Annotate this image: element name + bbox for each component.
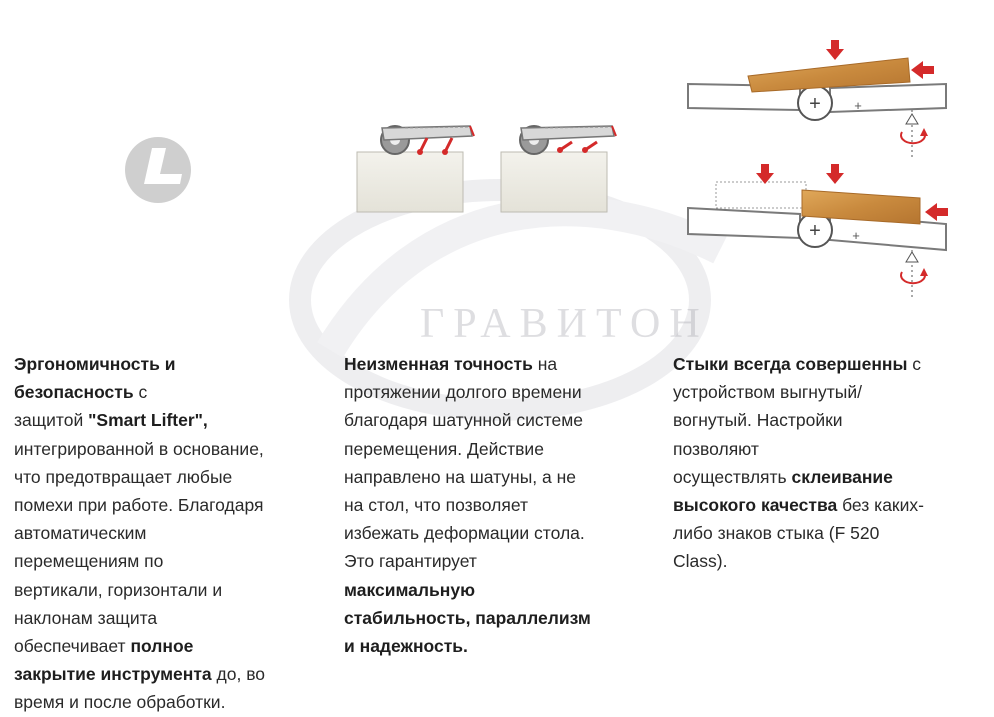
text-line: наклонам защита bbox=[14, 604, 314, 632]
text-line: что предотвращает любые bbox=[14, 463, 314, 491]
text-line: обеспечивает полное bbox=[14, 632, 314, 660]
bold-text: закрытие инструмента bbox=[14, 664, 212, 685]
text-line: Стыки всегда совершенны с bbox=[673, 350, 973, 378]
text: на стол, что позволяет bbox=[344, 495, 528, 516]
text-line: перемещениям по bbox=[14, 547, 314, 575]
text-line: устройством выгнутый/ bbox=[673, 378, 973, 406]
guard-diagram-icon bbox=[356, 125, 475, 213]
text: защитой bbox=[14, 410, 89, 431]
text-line: вертикали, горизонтали и bbox=[14, 576, 314, 604]
concave-table-diagram-icon: + + bbox=[687, 164, 948, 300]
svg-text:+: + bbox=[809, 93, 821, 115]
text: интегрированной в основание, bbox=[14, 438, 264, 459]
text: с bbox=[133, 382, 148, 403]
bold-text: высокого качества bbox=[673, 495, 838, 516]
text-line: вогнутый. Настройки bbox=[673, 406, 973, 434]
text-line: автоматическим bbox=[14, 519, 314, 547]
watermark-text: ГРАВИТОН bbox=[420, 301, 709, 347]
bold-text: "Smart Lifter", bbox=[88, 410, 208, 431]
bold-text: стабильность, параллелизм bbox=[344, 607, 591, 628]
bold-text: безопасность bbox=[14, 382, 134, 403]
text-line: благодаря шатунной системе bbox=[344, 406, 644, 434]
convex-table-diagram-icon: + + bbox=[687, 40, 947, 160]
text: наклонам защита bbox=[14, 607, 158, 628]
column-joints: Стыки всегда совершенны с устройством выг… bbox=[673, 350, 973, 576]
bold-text: склеивание bbox=[791, 466, 893, 487]
text-line: защитой "Smart Lifter", bbox=[14, 406, 314, 434]
smart-lifter-logo-icon bbox=[125, 137, 191, 203]
text: до, во bbox=[211, 664, 266, 685]
bold-text: Стыки всегда совершенны bbox=[673, 354, 908, 374]
bold-text: и надежность. bbox=[344, 636, 468, 657]
text-line: время и после обработки. bbox=[14, 688, 314, 716]
text: осуществлять bbox=[673, 466, 792, 487]
text: вогнутый. Настройки bbox=[673, 410, 843, 431]
text-line: максимальную bbox=[344, 576, 644, 604]
text: либо знаков стыка (F 520 bbox=[673, 523, 880, 544]
text-line: осуществлять склеивание bbox=[673, 463, 973, 491]
text-line: стабильность, параллелизм bbox=[344, 604, 644, 632]
text: без каких- bbox=[837, 495, 924, 516]
column-precision: Неизменная точность на протяжении долгого… bbox=[344, 350, 644, 660]
text-line: помехи при работе. Благодаря bbox=[14, 491, 314, 519]
text: обеспечивает bbox=[14, 636, 131, 657]
text-line: Эргономичность и bbox=[14, 350, 314, 378]
text-line: перемещения. Действие bbox=[344, 435, 644, 463]
text: перемещениям по bbox=[14, 551, 164, 572]
text: устройством выгнутый/ bbox=[673, 382, 862, 403]
text: благодаря шатунной системе bbox=[344, 410, 583, 431]
text: позволяют bbox=[673, 438, 759, 459]
text-line: безопасность с bbox=[14, 378, 314, 406]
text: Это гарантирует bbox=[344, 551, 477, 572]
text-line: Это гарантирует bbox=[344, 547, 644, 575]
guard-diagram-icon bbox=[500, 125, 617, 213]
text: избежать деформации стола. bbox=[344, 523, 585, 544]
svg-text:+: + bbox=[852, 228, 860, 243]
text: с bbox=[907, 354, 922, 374]
text-line: закрытие инструмента до, во bbox=[14, 660, 314, 688]
bold-text: Эргономичность и bbox=[14, 354, 176, 374]
text-line: Неизменная точность на bbox=[344, 350, 644, 378]
bold-text: максимальную bbox=[344, 579, 476, 600]
text: направлено на шатуны, а не bbox=[344, 466, 577, 487]
text: вертикали, горизонтали и bbox=[14, 579, 223, 600]
text: помехи при работе. Благодаря bbox=[14, 495, 264, 516]
bold-text: полное bbox=[130, 636, 194, 657]
text-line: высокого качества без каких- bbox=[673, 491, 973, 519]
text-line: на стол, что позволяет bbox=[344, 491, 644, 519]
text-line: Class). bbox=[673, 547, 973, 575]
svg-text:+: + bbox=[809, 220, 821, 242]
text-line: избежать деформации стола. bbox=[344, 519, 644, 547]
text-line: и надежность. bbox=[344, 632, 644, 660]
text: на bbox=[532, 354, 558, 374]
text: перемещения. Действие bbox=[344, 438, 544, 459]
text: протяжении долгого времени bbox=[344, 382, 582, 403]
text-line: либо знаков стыка (F 520 bbox=[673, 519, 973, 547]
text-line: протяжении долгого времени bbox=[344, 378, 644, 406]
text: автоматическим bbox=[14, 523, 147, 544]
text: Class). bbox=[673, 551, 728, 572]
bold-text: Неизменная точность bbox=[344, 354, 533, 374]
text-line: позволяют bbox=[673, 435, 973, 463]
text-line: направлено на шатуны, а не bbox=[344, 463, 644, 491]
watermark-logo-icon bbox=[289, 179, 727, 421]
text: что предотвращает любые bbox=[14, 466, 233, 487]
text: время и после обработки. bbox=[14, 692, 226, 713]
text-line: интегрированной в основание, bbox=[14, 435, 314, 463]
svg-text:+: + bbox=[854, 98, 862, 113]
